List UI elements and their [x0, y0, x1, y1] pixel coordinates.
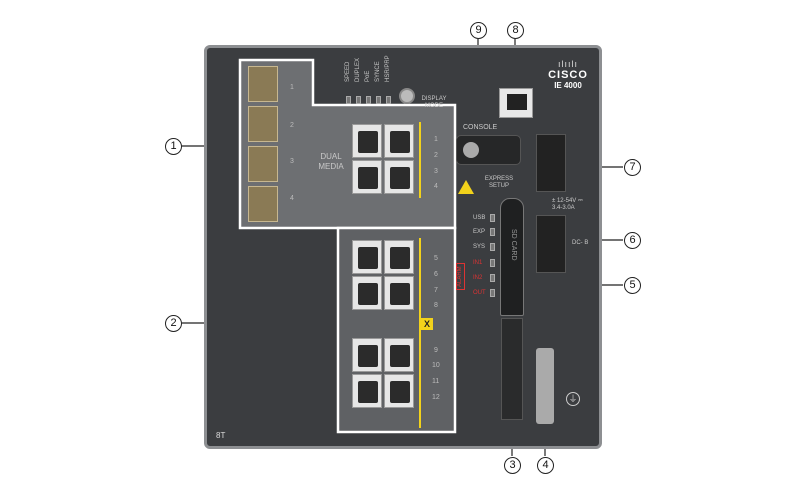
sfp-number: 1 — [290, 84, 294, 91]
led-label: OUT — [473, 290, 486, 296]
led-label: PoE — [365, 70, 371, 82]
rj45-port[interactable] — [384, 160, 414, 194]
led-label: HSR/PRP — [385, 55, 391, 82]
led-label: DUPLEX — [355, 57, 361, 82]
yellow-marker — [419, 238, 421, 428]
port-number: 11 — [432, 378, 440, 385]
callout-4: 4 — [537, 457, 554, 474]
power-rating-label: ± 12-54V ⎓ 3.4-3.0A — [552, 198, 583, 211]
power-connector-a[interactable] — [536, 134, 566, 192]
usb-console-port[interactable] — [499, 88, 533, 118]
sfp-number: 3 — [290, 158, 294, 165]
system-led — [490, 214, 495, 222]
callout-6: 6 — [624, 232, 641, 249]
system-led — [490, 289, 495, 297]
logo-text: CISCO — [548, 69, 588, 81]
console-label: CONSOLE — [463, 124, 498, 131]
status-led — [366, 96, 371, 104]
rj45-port[interactable] — [352, 160, 382, 194]
sfp-port[interactable] — [248, 186, 278, 222]
port-number: 12 — [432, 394, 440, 401]
port-number: 8 — [434, 302, 438, 309]
callout-7: 7 — [624, 159, 641, 176]
yellow-marker — [419, 122, 421, 198]
ground-icon: ⏚ — [566, 392, 580, 406]
rj45-port[interactable] — [384, 240, 414, 274]
warning-icon — [458, 180, 474, 194]
sfp-number: 2 — [290, 122, 294, 129]
variant-label: 8T — [216, 431, 226, 440]
status-led — [356, 96, 361, 104]
port-number: 4 — [434, 183, 438, 190]
led-label: IN2 — [473, 275, 483, 281]
callout-5: 5 — [624, 277, 641, 294]
sfp-number: 4 — [290, 195, 294, 202]
cisco-bars-icon: ılıılı — [557, 59, 578, 69]
sd-card-slot[interactable]: SD CARD — [500, 198, 524, 316]
model-label: IE 4000 — [554, 81, 582, 90]
led-label: USB — [473, 215, 486, 221]
callout-1: 1 — [165, 138, 182, 155]
led-label: SYS — [473, 244, 486, 250]
callout-8: 8 — [507, 22, 524, 39]
rj45-port[interactable] — [384, 276, 414, 310]
display-mode-label: DISPLAY MODE — [421, 96, 447, 109]
port-number: 7 — [434, 287, 438, 294]
port-number: 2 — [434, 152, 438, 159]
system-led — [490, 274, 495, 282]
callout-2: 2 — [165, 315, 182, 332]
port-number: 10 — [432, 362, 440, 369]
led-label: IN1 — [473, 260, 483, 266]
alarm-connector[interactable] — [501, 318, 523, 420]
system-led — [490, 243, 495, 251]
dc-b-label: DC- B — [572, 240, 589, 246]
status-led — [376, 96, 381, 104]
alarm-label: ALARM — [456, 263, 465, 290]
x-badge: X — [421, 318, 433, 330]
port-number: 5 — [434, 255, 438, 262]
sfp-port[interactable] — [248, 106, 278, 142]
console-port-cover[interactable] — [456, 135, 521, 165]
display-mode-button[interactable] — [399, 88, 415, 104]
power-connector-b[interactable] — [536, 215, 566, 273]
led-label: SPEED — [345, 61, 351, 82]
cisco-logo: ılıılı CISCO IE 4000 — [545, 59, 591, 91]
callout-3: 3 — [504, 457, 521, 474]
rj45-port[interactable] — [352, 374, 382, 408]
rj45-port[interactable] — [352, 276, 382, 310]
port-number: 1 — [434, 136, 438, 143]
port-number: 3 — [434, 168, 438, 175]
status-led — [346, 96, 351, 104]
rj45-port[interactable] — [384, 124, 414, 158]
status-led — [386, 96, 391, 104]
system-led — [490, 228, 495, 236]
port-number: 9 — [434, 347, 438, 354]
sd-card-label: SD CARD — [510, 229, 517, 261]
rj45-port[interactable] — [352, 338, 382, 372]
system-led — [490, 259, 495, 267]
sfp-port[interactable] — [248, 146, 278, 182]
rj45-port[interactable] — [352, 240, 382, 274]
sfp-port[interactable] — [248, 66, 278, 102]
rj45-port[interactable] — [384, 338, 414, 372]
rj45-port[interactable] — [384, 374, 414, 408]
led-label: SYNCE — [375, 61, 381, 82]
led-label: EXP — [473, 229, 486, 235]
rj45-port[interactable] — [352, 124, 382, 158]
express-setup-label: EXPRESS SETUP — [484, 176, 514, 189]
dual-media-label: DUAL MEDIA — [318, 152, 344, 171]
callout-9: 9 — [470, 22, 487, 39]
ground-lug[interactable] — [536, 348, 554, 424]
port-number: 6 — [434, 271, 438, 278]
